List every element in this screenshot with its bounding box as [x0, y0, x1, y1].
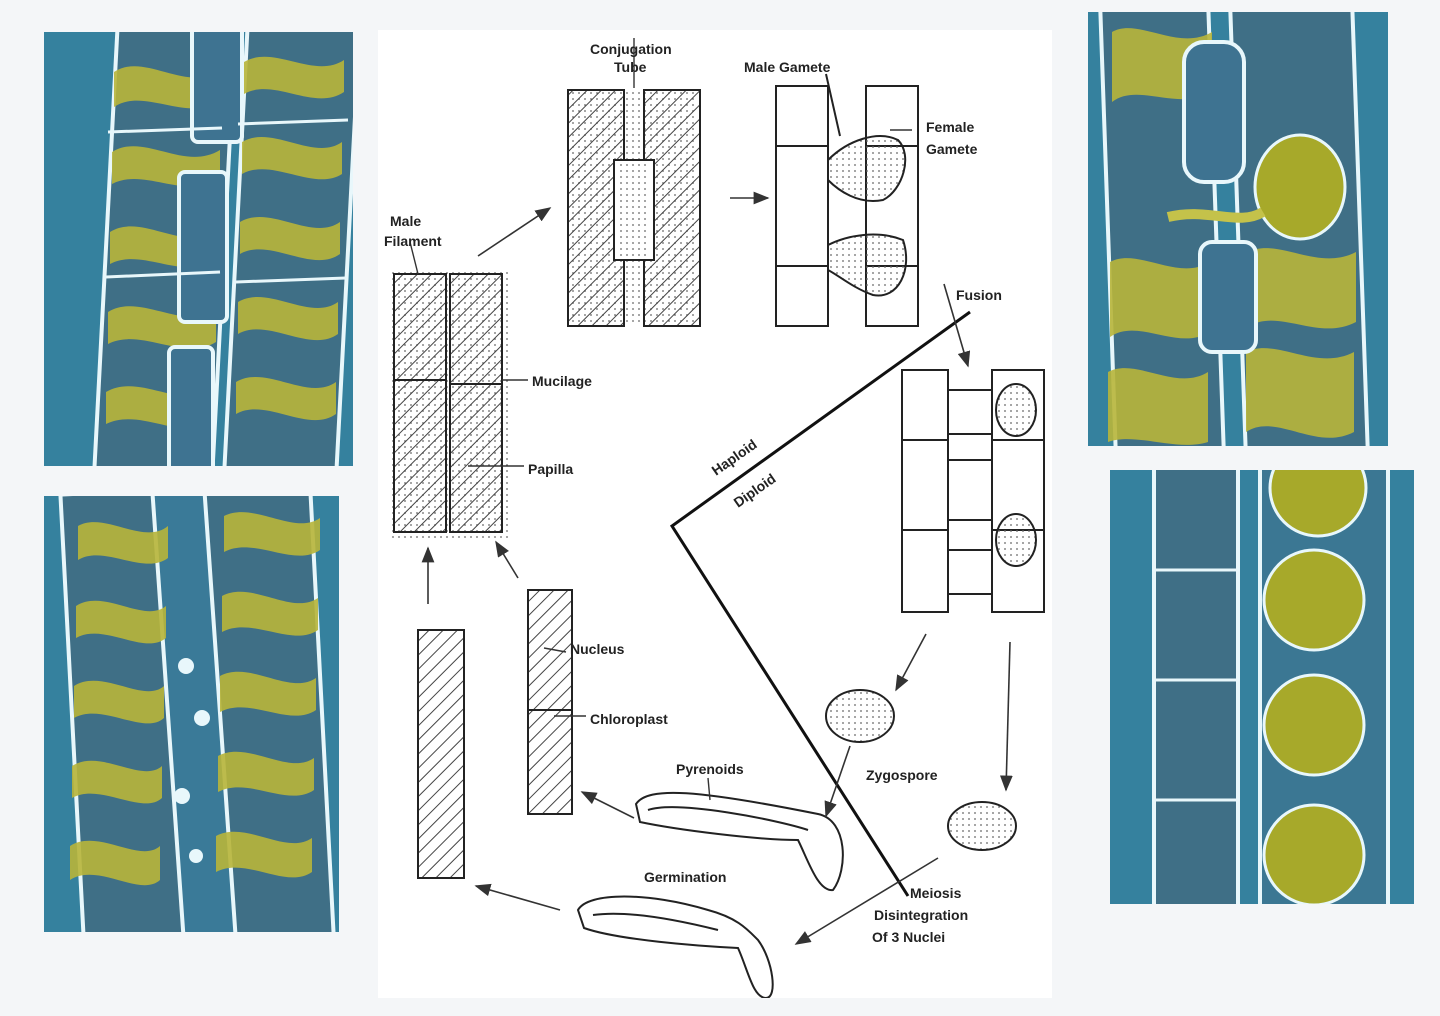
label-meiosis-1: Meiosis — [910, 885, 962, 901]
label-germination: Germination — [644, 869, 726, 885]
label-haploid: Haploid — [709, 436, 760, 479]
micrograph-zygospores — [1110, 470, 1414, 904]
zygospore-shape-2 — [947, 801, 1017, 851]
label-nucleus: Nucleus — [570, 641, 625, 657]
male-filament-figure — [388, 270, 510, 538]
label-fusion: Fusion — [956, 287, 1002, 303]
micrograph-gamete-migration — [1088, 12, 1388, 446]
conjugation-tube-figure — [567, 89, 701, 327]
fusion-figure — [901, 369, 1045, 613]
label-female-gamete-2: Gamete — [926, 141, 978, 157]
label-mucilage: Mucilage — [532, 373, 592, 389]
haploid-diploid-divider — [669, 310, 971, 897]
label-zygospore: Zygospore — [866, 767, 938, 783]
label-meiosis-3: Of 3 Nuclei — [872, 929, 945, 945]
label-meiosis-2: Disintegration — [874, 907, 968, 923]
label-conjugation-tube-2: Tube — [614, 59, 647, 75]
label-male-filament-2: Filament — [384, 233, 442, 249]
micrograph-papilla-formation — [44, 496, 339, 932]
spirogyra-life-cycle-diagram: Conjugation Tube Male Gamete Female Game… — [378, 30, 1052, 998]
germination-figure — [576, 791, 844, 998]
label-diploid: Diploid — [731, 470, 779, 510]
label-male-filament-1: Male — [390, 213, 421, 229]
gamete-migration-figure — [775, 73, 919, 327]
label-male-gamete: Male Gamete — [744, 59, 831, 75]
zygospore-shape — [825, 689, 895, 743]
label-conjugation-tube-1: Conjugation — [590, 41, 672, 57]
young-filaments-figure — [417, 589, 573, 879]
label-pyrenoids: Pyrenoids — [676, 761, 744, 777]
label-female-gamete-1: Female — [926, 119, 974, 135]
label-papilla: Papilla — [528, 461, 573, 477]
micrograph-conjugation-early — [44, 32, 353, 466]
label-chloroplast: Chloroplast — [590, 711, 668, 727]
